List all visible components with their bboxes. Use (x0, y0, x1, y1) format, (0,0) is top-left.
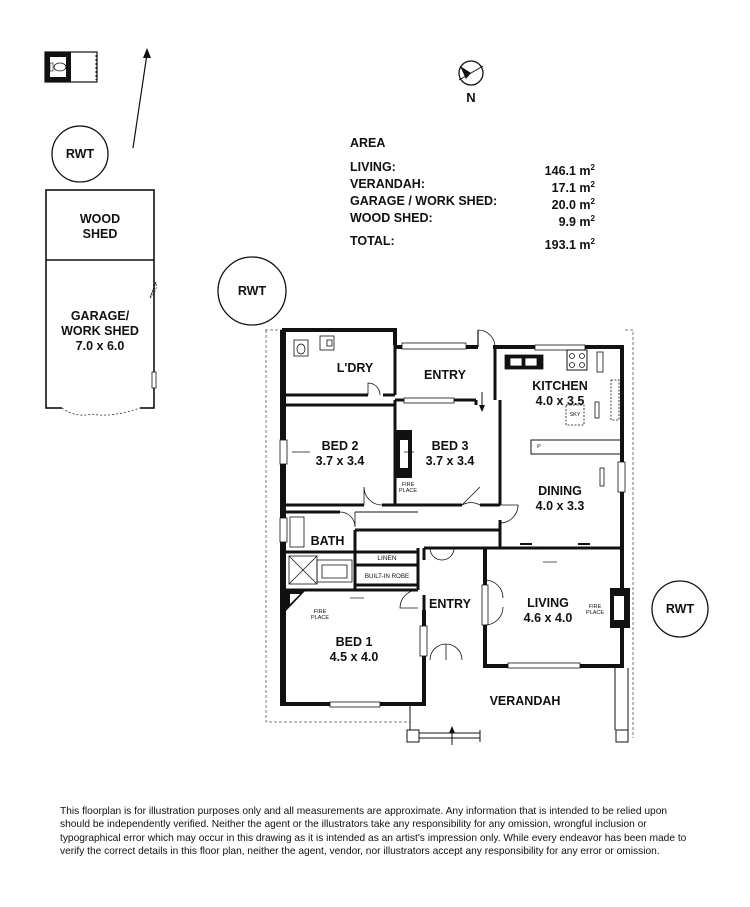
kitchen-name: KITCHEN (532, 379, 588, 393)
wood-shed-line-2: SHED (82, 227, 118, 241)
fireplace-bed1 (285, 590, 306, 612)
area-label: VERANDAH: (350, 177, 425, 191)
room-kitchen-label: KITCHEN 4.0 x 3.5 (520, 379, 600, 409)
built-in-robe-label: BUILT-IN ROBE (364, 573, 410, 580)
bed1-dims: 4.5 x 4.0 (329, 650, 379, 664)
area-table: AREA LIVING: 146.1 m2 VERANDAH: 17.1 m2 … (350, 136, 595, 253)
room-entry-top-label: ENTRY (424, 368, 466, 382)
area-row-garage: GARAGE / WORK SHED: 20.0 m2 (350, 193, 595, 213)
area-value: 20.0 m2 (551, 197, 595, 213)
skylight-label: SKY (569, 412, 581, 418)
bed2-dims: 3.7 x 3.4 (315, 454, 365, 468)
rainwater-tank-1 (51, 125, 109, 183)
entry-arrows (449, 392, 485, 745)
bed3-dims: 3.7 x 3.4 (425, 454, 475, 468)
area-label: LIVING: (350, 160, 396, 174)
compass-icon (458, 60, 484, 86)
wood-shed-label: WOOD SHED (60, 212, 140, 242)
room-dining-label: DINING 4.0 x 3.3 (520, 484, 600, 514)
room-laundry-label: L'DRY (336, 361, 374, 375)
compass-north-label: N (466, 90, 476, 105)
area-label: WOOD SHED: (350, 211, 433, 225)
area-value: 193.1 m2 (544, 237, 595, 253)
kitchen-dims: 4.0 x 3.5 (535, 394, 585, 408)
room-bed1-label: BED 1 4.5 x 4.0 (316, 635, 392, 665)
fireplace-line-1: FIRE (401, 482, 415, 488)
garage-label: GARAGE/ WORK SHED 7.0 x 6.0 (50, 309, 150, 354)
kitchen-fixtures (504, 349, 624, 487)
area-value: 146.1 m2 (544, 163, 595, 179)
outdoor-toilet (44, 51, 98, 83)
room-bed3-label: BED 3 3.7 x 3.4 (415, 439, 485, 469)
room-entry-main-label: ENTRY (429, 597, 471, 611)
disclaimer-text: This floorplan is for illustration purpo… (60, 806, 687, 858)
wood-shed-line-1: WOOD (79, 212, 121, 226)
area-row-wood-shed: WOOD SHED: 9.9 m2 (350, 210, 595, 230)
room-bed2-label: BED 2 3.7 x 3.4 (305, 439, 375, 469)
rwt-label-1: RWT (65, 147, 95, 161)
linen-label: LINEN (377, 555, 397, 562)
area-value: 9.9 m2 (558, 214, 595, 230)
light-fixtures (292, 451, 590, 599)
dining-dims: 4.0 x 3.3 (535, 499, 585, 513)
bed3-name: BED 3 (431, 439, 469, 453)
rainwater-tank-3 (651, 580, 709, 638)
living-name: LIVING (527, 596, 569, 610)
area-label: TOTAL: (350, 234, 395, 248)
area-row-verandah: VERANDAH: 17.1 m2 (350, 176, 595, 196)
bed1-name: BED 1 (335, 635, 373, 649)
wet-area-fixtures (288, 335, 353, 585)
rwt-label-2: RWT (237, 284, 267, 298)
area-row-total: TOTAL: 193.1 m2 (350, 233, 595, 253)
fireplace-label-living: FIRE PLACE (582, 604, 608, 616)
fireplace-label-bed1: FIRE PLACE (307, 609, 333, 621)
pantry-label: P (537, 444, 541, 450)
garage-outline (45, 189, 157, 416)
rainwater-tank-2 (217, 256, 287, 326)
fireplace-line-1: FIRE (588, 604, 602, 610)
rwt-label-3: RWT (665, 602, 695, 616)
garage-line-1: GARAGE/ (70, 309, 130, 323)
area-row-living: LIVING: 146.1 m2 (350, 159, 595, 179)
area-label: GARAGE / WORK SHED: (350, 194, 498, 208)
verandah-structure (406, 668, 629, 743)
garage-dims: 7.0 x 6.0 (75, 339, 125, 353)
fireplace-label-bed3: FIRE PLACE (395, 482, 421, 494)
fireplace-line-1: FIRE (313, 609, 327, 615)
area-value: 17.1 m2 (551, 180, 595, 196)
bed2-name: BED 2 (321, 439, 359, 453)
windows (279, 342, 626, 708)
fireplace-line-2: PLACE (398, 488, 418, 494)
room-living-label: LIVING 4.6 x 4.0 (510, 596, 586, 626)
room-bath-label: BATH (310, 534, 345, 548)
area-title: AREA (350, 136, 386, 150)
room-verandah-label: VERANDAH (489, 694, 561, 708)
garage-line-2: WORK SHED (61, 324, 139, 338)
fireplace-line-2: PLACE (585, 610, 605, 616)
fireplace-line-2: PLACE (310, 615, 330, 621)
doors (339, 329, 586, 661)
dining-name: DINING (538, 484, 582, 498)
living-dims: 4.6 x 4.0 (523, 611, 573, 625)
site-arrow (132, 48, 151, 149)
